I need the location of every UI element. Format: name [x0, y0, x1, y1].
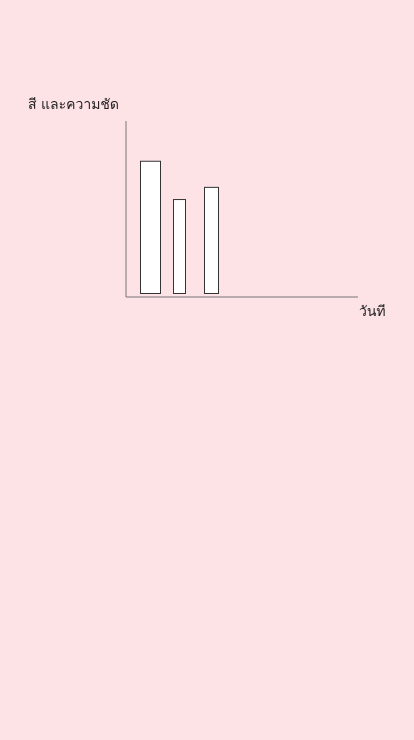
y-axis-label: สี และความชัด [28, 97, 119, 113]
bar-3 [204, 186, 219, 294]
x-axis-label: วันที [359, 304, 386, 320]
bar-1 [140, 160, 161, 294]
bar-2 [173, 199, 186, 294]
bars-group [140, 160, 219, 294]
